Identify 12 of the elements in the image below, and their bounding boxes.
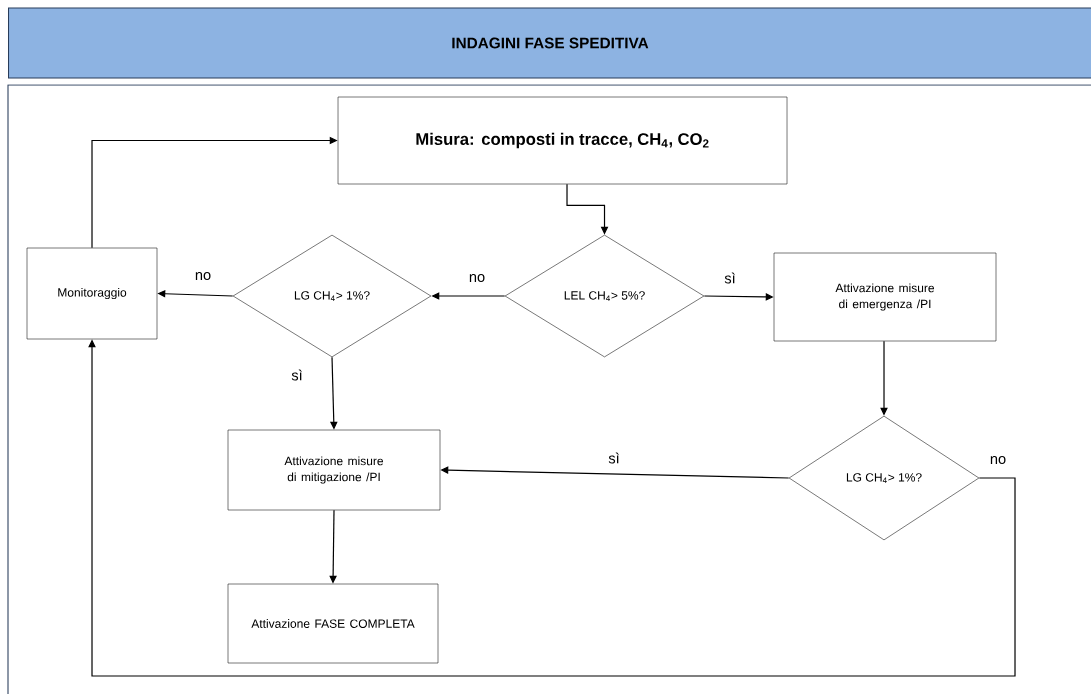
edge-label: no bbox=[469, 274, 485, 283]
edge-label: no bbox=[990, 456, 1006, 465]
process-box: Monitoraggio bbox=[26, 247, 158, 340]
process-box: Attivazione misure di mitigazione /PI bbox=[227, 429, 441, 511]
title-band: INDAGINI FASE SPEDITIVA bbox=[7, 7, 1091, 79]
edge-label: no bbox=[195, 272, 211, 281]
process-box: Attivazione misure di emergenza /PI bbox=[773, 252, 997, 342]
edge-label: sì bbox=[291, 369, 302, 381]
process-box: Attivazione FASE COMPLETA bbox=[227, 583, 439, 664]
process-box: Misura: composti in tracce, CH$_{4}$, CO$_{2}$ bbox=[337, 96, 788, 185]
edge-label: sì bbox=[608, 452, 619, 464]
edge-label: sì bbox=[724, 272, 735, 284]
